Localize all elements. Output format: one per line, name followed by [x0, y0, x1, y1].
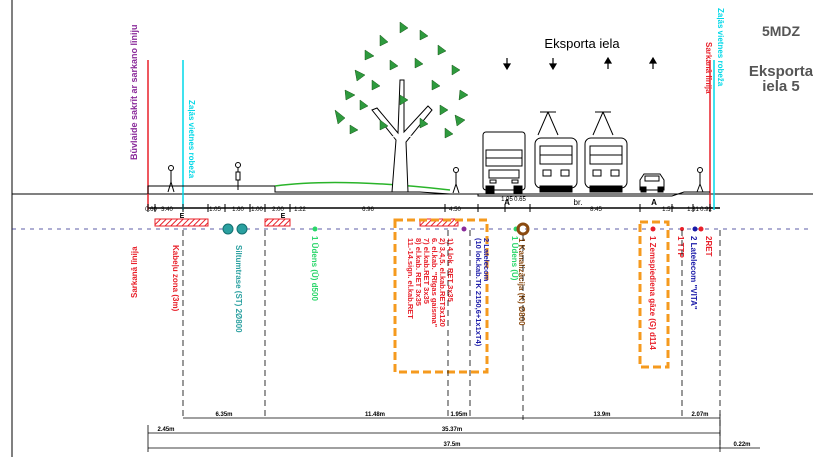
- dimension-label: 2.45m: [157, 427, 174, 433]
- utility-label-cable-zone: Kabeļu zona (3m): [171, 245, 180, 312]
- width-label: 4.50: [449, 207, 461, 213]
- utility-label-ttp: 1 TTP: [676, 236, 685, 258]
- utility-label-heating: Siltumtrase (ST) 2Ø800: [234, 245, 243, 333]
- direction-arrows: [502, 56, 658, 71]
- cable-block-2: [264, 218, 291, 227]
- cables-line: 7) el.kab.RET 3x35: [422, 238, 431, 304]
- gas-pipe-icon: [650, 226, 656, 232]
- telecom-line: (10 lok.kab.TK 2150,6+1x1xT4): [474, 238, 483, 347]
- tram-icon: [534, 111, 578, 193]
- map-code: 5MDZ: [762, 23, 801, 39]
- width-label: 0.60: [145, 207, 157, 213]
- width-label: 2.00: [272, 207, 284, 213]
- dimension-label: 37.5m: [443, 442, 460, 448]
- street-name-line-2: iela 5: [762, 78, 800, 95]
- gas-group-box: [638, 220, 670, 369]
- utility-label-water-2: 1 Ūdens (Ū): [510, 236, 519, 281]
- dimension-lines: [147, 414, 760, 452]
- zone-letter-e: E: [281, 213, 286, 220]
- utility-label-gas: 1 Zemspiediena gāze (G) d114: [648, 236, 657, 350]
- width-label: 1.95: [501, 197, 513, 203]
- width-label: 1.00: [251, 207, 263, 213]
- heating-pipe-icon: [236, 223, 248, 235]
- dimension-label: 11.48m: [365, 412, 385, 418]
- cables-line: 1) 4 lok. RET 3x35: [446, 238, 455, 302]
- width-label: 3.40: [161, 207, 173, 213]
- building-line-label: Būvlaide sakrīt ar sarkano līniju: [129, 24, 139, 160]
- zone-letter-br: br.: [574, 198, 583, 207]
- green-strip-label-left: Zaļās vietnes robeža: [187, 100, 196, 179]
- width-label: 1.05: [209, 207, 221, 213]
- cables-group-box: [393, 218, 489, 374]
- width-label: 1.22: [294, 207, 306, 213]
- telecom-pipe-icon: [692, 226, 698, 232]
- width-label: 1.60: [232, 207, 244, 213]
- red-line-label-right: Sarkanā līnija: [704, 42, 713, 94]
- pedestrian-icon: [167, 165, 175, 193]
- utility-label-ret-right: 2RET: [704, 236, 713, 257]
- cables-line: 8) el.kab. RET 3x35: [414, 238, 423, 306]
- width-label: 6.96: [362, 207, 374, 213]
- heating-pipe-icon: [222, 223, 234, 235]
- utility-label-water-1: 1 Ūdens (Ū) d500: [310, 236, 319, 301]
- dimension-labels: 6.35m 11.48m 1.95m 13.9m 2.07m 2.45m 35.…: [157, 412, 750, 448]
- cables-line: 2) 3,4,5. el.kab.RET3x120: [438, 238, 447, 327]
- width-label: 0.65: [514, 197, 526, 203]
- zone-letter-a: A: [651, 198, 657, 207]
- cables-line: 11.-14.sign. el.kab.RET: [406, 238, 415, 319]
- width-labels: 0.60 3.40 1.05 1.60 1.00 2.00 1.22 6.96 …: [145, 197, 712, 213]
- width-label: 0.92: [700, 207, 712, 213]
- width-ticks: [147, 204, 711, 212]
- tram-icon: [584, 111, 628, 193]
- zone-letter-a: A: [504, 198, 510, 207]
- cyclist-icon: [235, 162, 241, 190]
- utility-label-sewer: 1 Kanalizācija (K) Ø800: [517, 238, 526, 326]
- pedestrian-icon: [696, 167, 704, 193]
- truck-icon: [482, 131, 526, 195]
- zone-letter-e: E: [180, 213, 185, 220]
- width-label: 1.57: [662, 207, 674, 213]
- ret-pipe-icon: [698, 226, 704, 232]
- sidewalk-profile-left: [147, 185, 451, 195]
- green-strip-profile: [274, 181, 451, 191]
- dimension-label: 2.07m: [691, 412, 708, 418]
- utility-label-cables: 1) 4 lok. RET 3x35 2) 3,4,5. el.kab.RET3…: [406, 238, 455, 328]
- street-label: Eksporta iela: [544, 36, 620, 51]
- car-icon: [639, 173, 665, 193]
- street-name-line-1: Eksporta: [749, 63, 813, 80]
- telecom-line: 2 Latelecom: [482, 238, 491, 282]
- dimension-label: 35.37m: [442, 427, 462, 433]
- utility-label-telecom: 2 Latelecom (10 lok.kab.TK 2150,6+1x1xT4…: [474, 238, 491, 347]
- dimension-label: 13.9m: [593, 412, 610, 418]
- carriageway-profile: [450, 191, 710, 197]
- dimension-label: 0.22m: [733, 442, 750, 448]
- dimension-label: 6.35m: [215, 412, 232, 418]
- cables-line: 6. el.kab. "Rīgas gaisma": [430, 238, 439, 328]
- ttp-marker-icon: [680, 227, 684, 231]
- water-pipe-icon: [312, 226, 318, 232]
- cable-zone-block: [154, 218, 209, 227]
- dimension-guides: [182, 230, 721, 445]
- width-label: 8.45: [590, 207, 602, 213]
- width-label: 1.31: [687, 207, 699, 213]
- red-line-label-left: Sarkanā līnija: [130, 246, 139, 298]
- dimension-label: 1.95m: [450, 412, 467, 418]
- sewer-pipe-icon: [516, 222, 530, 236]
- green-strip-label-right: Zaļās vietnes robeža: [716, 8, 725, 87]
- utility-label-telecom-right: 2 Latelecom "VITA": [689, 236, 698, 310]
- tree-icon: [324, 12, 476, 193]
- pedestrian-icon: [452, 167, 460, 194]
- telecom-pipe-icon: [461, 226, 467, 232]
